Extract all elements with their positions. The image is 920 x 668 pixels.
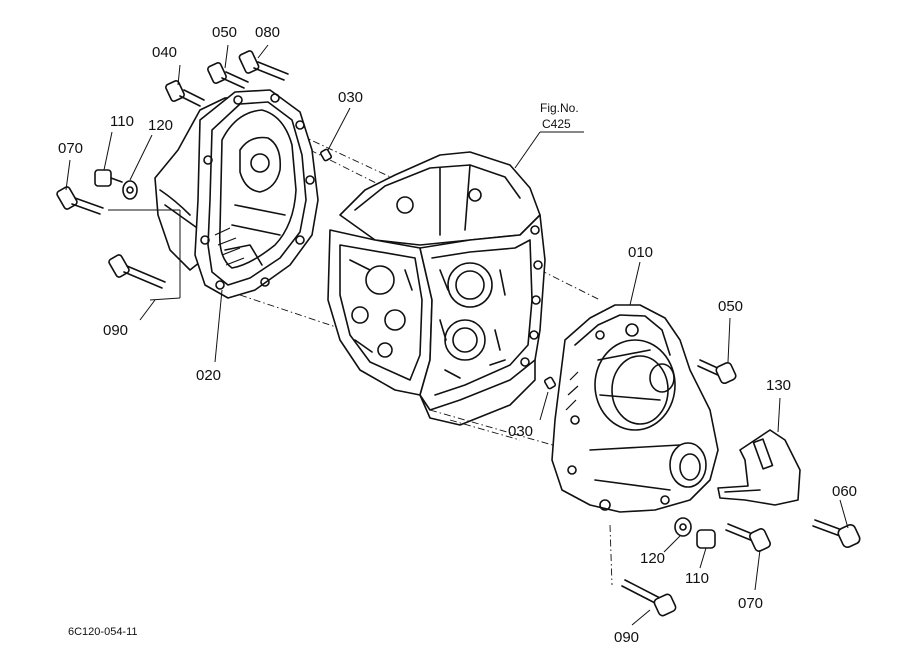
callout-070-right: 070 xyxy=(738,595,763,612)
callout-120-right: 120 xyxy=(640,550,665,567)
callout-labels: 040 050 080 030 110 120 070 090 020 Fig.… xyxy=(58,24,857,646)
front-housing-part-010 xyxy=(551,304,719,513)
callout-130: 130 xyxy=(766,377,791,394)
washer-120-left xyxy=(122,180,138,200)
figure-ref-label: Fig.No. xyxy=(540,101,579,115)
callout-050-top: 050 xyxy=(212,24,237,41)
bolt-080 xyxy=(238,50,289,81)
drawing-code: 6C120-054-11 xyxy=(68,626,138,638)
figure-ref-number: C425 xyxy=(542,117,571,131)
bolt-090-bottom xyxy=(621,579,677,617)
bolt-060 xyxy=(812,519,861,549)
callout-060: 060 xyxy=(832,483,857,500)
nut-110-left xyxy=(94,169,123,187)
bolt-050-right xyxy=(697,359,737,385)
callout-050-right: 050 xyxy=(718,298,743,315)
bolt-090-left xyxy=(108,254,166,289)
callout-110-right: 110 xyxy=(685,570,709,587)
callout-090-bottom: 090 xyxy=(614,629,639,646)
callout-110-left: 110 xyxy=(110,113,134,130)
callout-070-left: 070 xyxy=(58,140,83,157)
callout-080: 080 xyxy=(255,24,280,41)
bolt-040 xyxy=(165,80,205,107)
leader-lines xyxy=(65,44,849,626)
bolt-070-left xyxy=(56,186,104,215)
nut-110-right xyxy=(696,529,716,549)
fasteners xyxy=(56,50,861,617)
callout-020: 020 xyxy=(196,367,221,384)
bracket-part-130 xyxy=(717,429,801,506)
callout-040: 040 xyxy=(152,44,177,61)
callout-030-mid: 030 xyxy=(508,423,533,440)
washer-120-right xyxy=(674,517,692,537)
bolt-070-right xyxy=(725,523,771,552)
rear-cover-part-020 xyxy=(154,89,319,299)
bolt-050-top xyxy=(207,62,249,89)
callout-090-left: 090 xyxy=(103,322,128,339)
dowel-030-mid xyxy=(543,376,557,390)
transmission-case xyxy=(327,151,546,426)
dowel-030-top xyxy=(319,148,333,162)
callout-010: 010 xyxy=(628,244,653,261)
callout-030-top: 030 xyxy=(338,89,363,106)
callout-120-left: 120 xyxy=(148,117,173,134)
